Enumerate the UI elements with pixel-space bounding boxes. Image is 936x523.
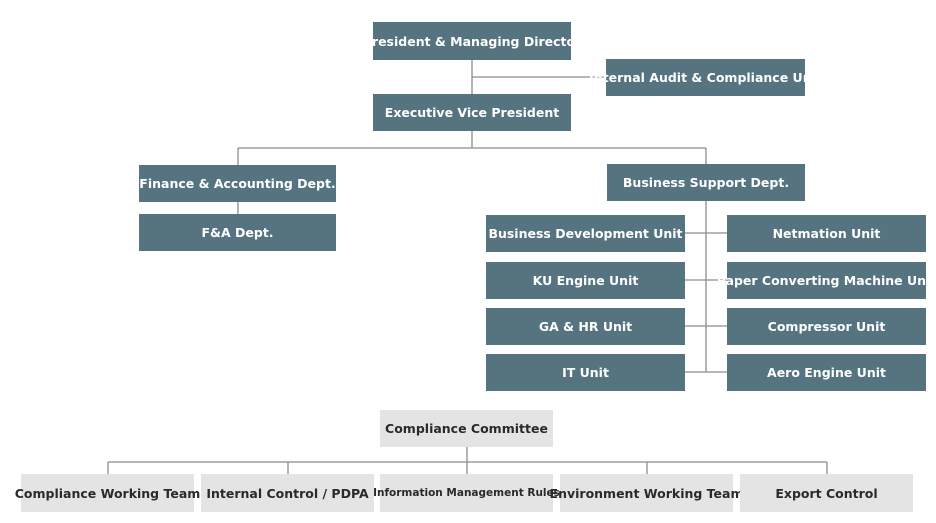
unit-box-left-2: KU Engine Unit — [486, 262, 685, 299]
team-box-5: Export Control — [740, 474, 913, 512]
unit-box-right-2: Paper Converting Machine Unit — [717, 262, 936, 299]
finance-dept-box: Finance & Accounting Dept. — [139, 165, 336, 202]
audit-unit-box: Internal Audit & Compliance Unit — [589, 59, 822, 96]
team-box-4: Environment Working Team — [550, 474, 743, 512]
president-box: President & Managing Director — [363, 22, 581, 60]
unit-box-left-1: Business Development Unit — [486, 215, 685, 252]
team-box-1: Compliance Working Team — [15, 474, 200, 512]
unit-box-left-4: IT Unit — [486, 354, 685, 391]
fa-dept-box: F&A Dept. — [139, 214, 336, 251]
unit-box-left-3: GA & HR Unit — [486, 308, 685, 345]
unit-box-right-1: Netmation Unit — [727, 215, 926, 252]
evp-box: Executive Vice President — [373, 94, 571, 131]
compliance-committee-box: Compliance Committee — [380, 410, 553, 447]
unit-box-right-3: Compressor Unit — [727, 308, 926, 345]
team-box-3: Information Management Rules — [373, 474, 560, 512]
business-support-box: Business Support Dept. — [607, 164, 805, 201]
unit-box-right-4: Aero Engine Unit — [727, 354, 926, 391]
team-box-2: Internal Control / PDPA — [201, 474, 374, 512]
